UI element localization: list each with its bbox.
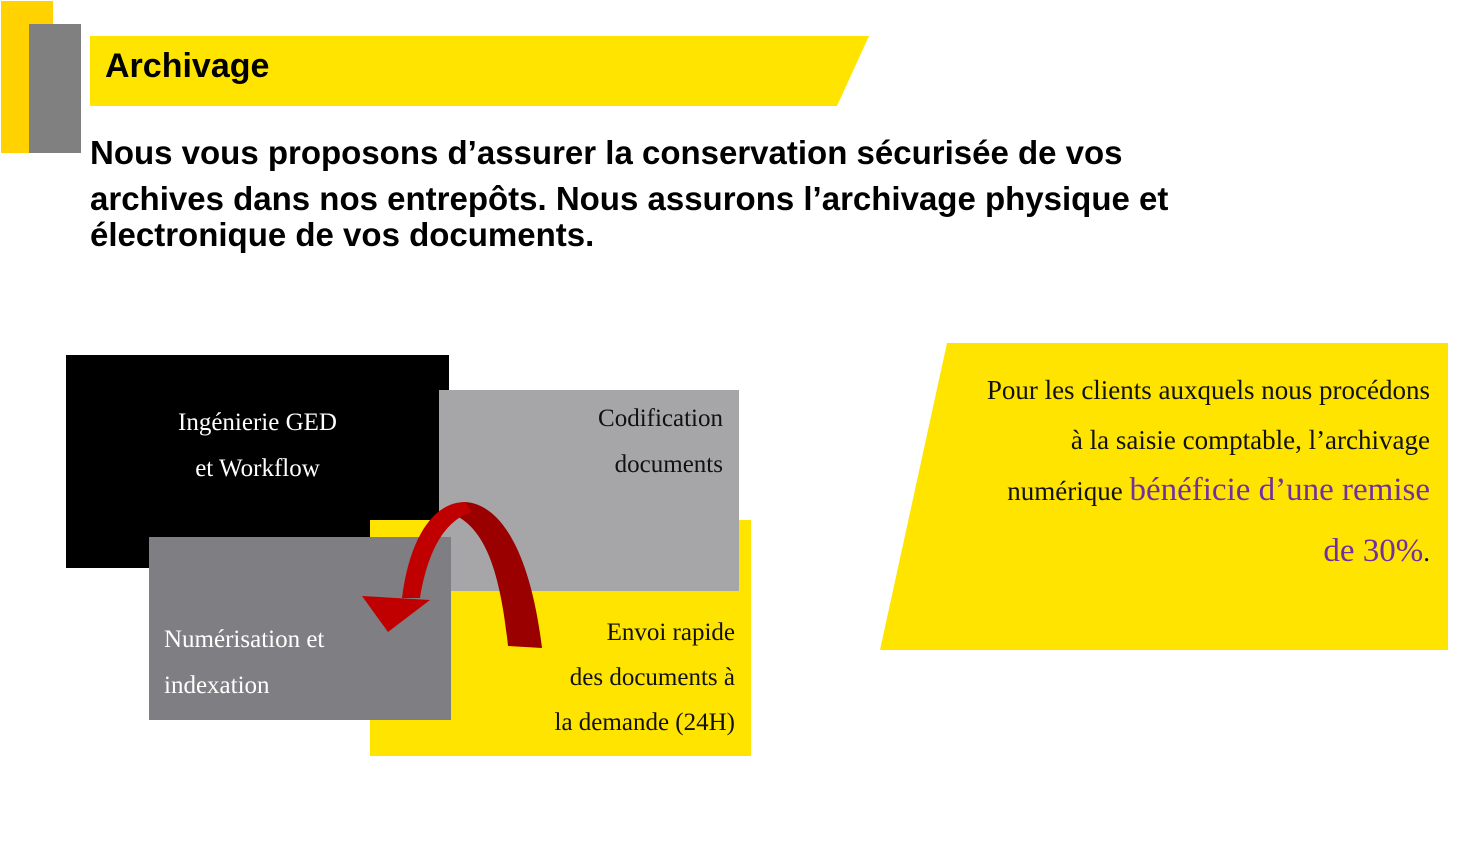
- promo-text: numérique: [1007, 476, 1130, 506]
- promo-highlight: bénéficie d’une remise: [1129, 472, 1430, 508]
- title-banner-shape: [90, 36, 869, 106]
- intro-line: archives dans nos entrepôts. Nous assuro…: [90, 180, 1169, 217]
- promo-line: de 30%.: [890, 516, 1430, 587]
- box-label: Codification: [598, 405, 723, 432]
- curved-arrow-icon: [362, 502, 542, 648]
- box-numerisation: Numérisation et indexation: [149, 537, 451, 720]
- box-codification: Codification documents: [439, 390, 739, 591]
- promo-callout-shape: [880, 343, 1448, 650]
- promo-text: .: [1423, 537, 1430, 567]
- promo-line: à la saisie comptable, l’archivage: [1070, 425, 1430, 455]
- promo-line: numérique bénéficie d’une remise: [890, 465, 1430, 516]
- decor-bar-gray: [29, 24, 81, 153]
- box-label: Numérisation et: [164, 626, 325, 653]
- intro-paragraph: Nous vous proposons d’assurer la conserv…: [90, 133, 1390, 251]
- box-label: indexation: [164, 672, 270, 699]
- box-label: des documents à: [569, 664, 735, 691]
- page-title: Archivage: [105, 47, 270, 85]
- box-label: Ingénierie GED: [178, 409, 337, 436]
- box-label: et Workflow: [195, 455, 320, 482]
- title-banner: Archivage: [90, 36, 870, 106]
- box-label: Envoi rapide: [606, 619, 735, 646]
- intro-line: Nous vous proposons d’assurer la conserv…: [90, 134, 1123, 171]
- promo-line: Pour les clients auxquels nous procédons: [986, 375, 1430, 405]
- box-ingenierie-ged: Ingénierie GED et Workflow: [66, 355, 449, 568]
- box-label: la demande (24H): [554, 709, 735, 736]
- promo-highlight: de 30%: [1323, 533, 1424, 569]
- box-label: documents: [614, 451, 723, 478]
- intro-line: électronique de vos documents.: [90, 216, 595, 253]
- promo-callout: Pour les clients auxquels nous procédons…: [880, 343, 1450, 651]
